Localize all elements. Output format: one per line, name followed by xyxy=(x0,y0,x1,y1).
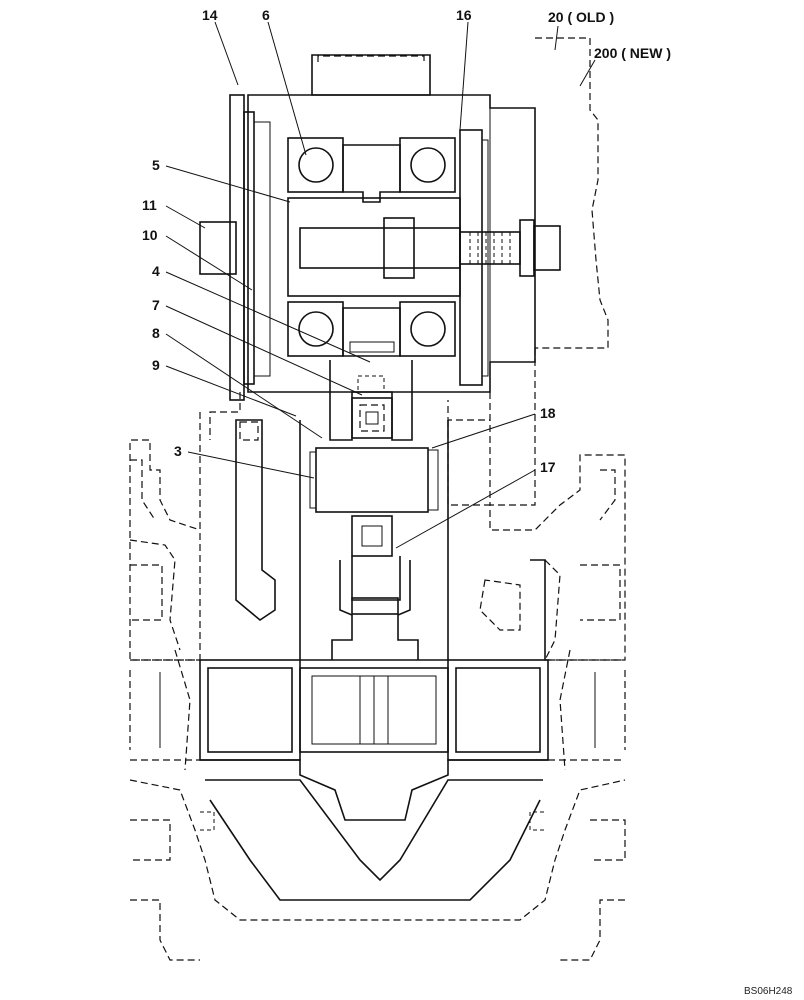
label-5: 5 xyxy=(152,157,160,173)
pinion-assembly xyxy=(309,360,439,601)
label-8: 8 xyxy=(152,325,160,341)
label-6: 6 xyxy=(262,7,270,23)
lower-carrier xyxy=(129,412,626,661)
label-10: 10 xyxy=(142,227,158,243)
part-labels: 14 6 16 20 ( OLD ) 200 ( NEW ) 5 11 10 4… xyxy=(142,7,671,475)
label-16: 16 xyxy=(456,7,472,23)
drawing-code: BS06H248 xyxy=(744,986,793,997)
label-200-new: 200 ( NEW ) xyxy=(594,45,671,61)
bearings xyxy=(287,137,456,357)
label-20-old: 20 ( OLD ) xyxy=(548,9,614,25)
leader-lines xyxy=(165,21,596,549)
label-9: 9 xyxy=(152,357,160,373)
pin-row xyxy=(129,649,626,771)
base-frame xyxy=(129,759,626,961)
label-17: 17 xyxy=(540,459,556,475)
label-3: 3 xyxy=(174,443,182,459)
label-7: 7 xyxy=(152,297,160,313)
label-11: 11 xyxy=(142,197,157,213)
label-18: 18 xyxy=(540,405,556,421)
label-14: 14 xyxy=(202,7,218,23)
shaft xyxy=(199,197,561,297)
housing-outline-old-new xyxy=(209,37,609,506)
label-4: 4 xyxy=(152,263,160,279)
